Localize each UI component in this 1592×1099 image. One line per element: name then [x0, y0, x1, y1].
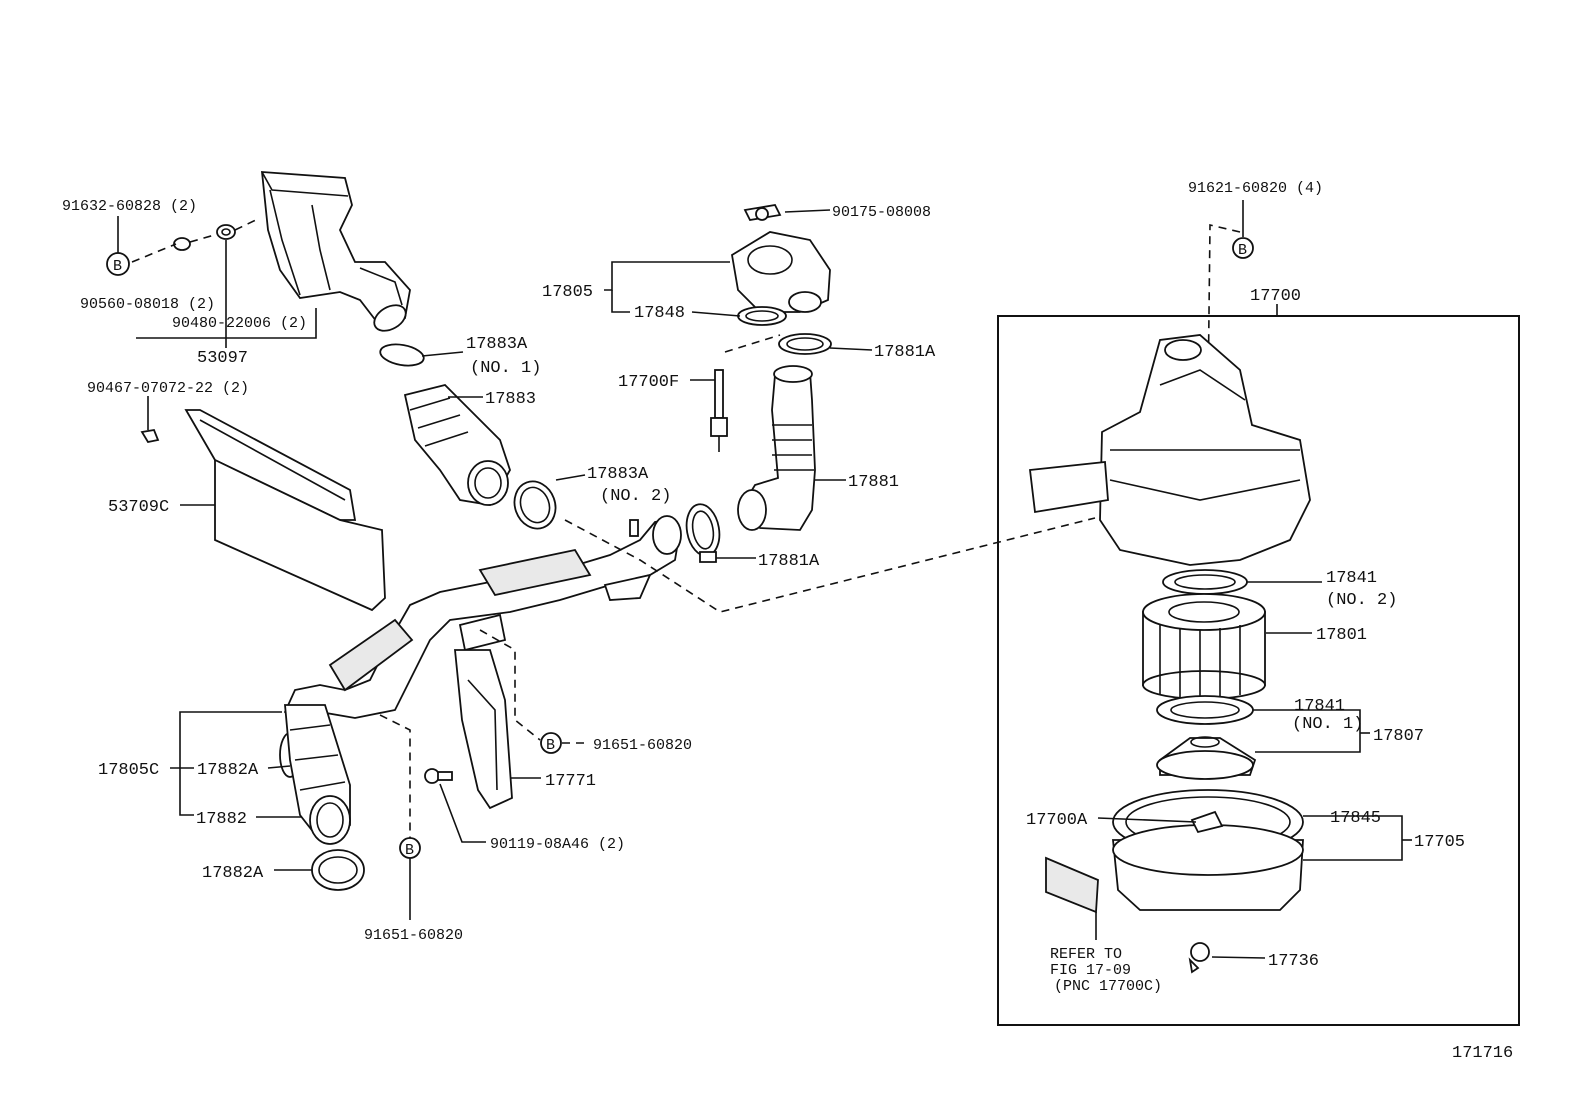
label-53097: 53097	[197, 349, 248, 368]
label-17883A-no1-note: (NO. 1)	[470, 359, 541, 378]
label-17805C: 17805C	[98, 761, 159, 780]
label-17883: 17883	[485, 390, 536, 409]
hose-17881	[737, 365, 816, 531]
label-17841-no2: 17841	[1326, 569, 1377, 588]
label-17705: 17705	[1414, 833, 1465, 852]
bowl-17845	[1112, 789, 1304, 911]
bolt-marker-label: B	[546, 737, 555, 754]
clip-90467	[140, 428, 160, 444]
label-17882A-top: 17882A	[197, 761, 259, 780]
cover-17805	[731, 231, 831, 313]
bolt-marker-label: B	[113, 258, 122, 275]
intake-pipe-17805C	[283, 515, 682, 727]
label-17882A-bottom: 17882A	[202, 864, 264, 883]
label-17807: 17807	[1373, 727, 1424, 746]
clamp-17881A-bottom	[685, 503, 721, 563]
bracket-17771	[454, 649, 513, 810]
bolt-marker-b-bottom: B	[399, 837, 421, 859]
bolt-marker-b: B	[106, 252, 130, 276]
air-duct-53097	[260, 171, 411, 332]
refer-note-line3: (PNC 17700C)	[1054, 978, 1162, 995]
label-17845: 17845	[1330, 809, 1381, 828]
seal-17841-no1	[1156, 695, 1254, 725]
figure-number: 171716	[1452, 1044, 1513, 1063]
bolt-marker-b-right: B	[540, 732, 562, 754]
label-91651-right: 91651-60820	[593, 737, 692, 754]
label-17882: 17882	[196, 810, 247, 829]
label-17736: 17736	[1268, 952, 1319, 971]
label-17700: 17700	[1250, 287, 1301, 306]
bolt-marker-label: B	[1238, 242, 1247, 259]
stud-17700F	[710, 369, 728, 452]
label-17883A-no1: 17883A	[466, 335, 528, 354]
label-90119: 90119-08A46 (2)	[490, 836, 625, 853]
bolt-marker-b-top-right: B	[1232, 237, 1254, 259]
assembly-box-17700	[997, 315, 1520, 1026]
label-90480: 90480-22006 (2)	[172, 315, 307, 332]
label-91651-bottom: 91651-60820	[364, 927, 463, 944]
label-17881: 17881	[848, 473, 899, 492]
label-plate	[1045, 856, 1099, 914]
clamp-17882A-bottom	[311, 849, 365, 891]
label-91632: 91632-60828 (2)	[62, 198, 197, 215]
gasket-17848	[737, 306, 787, 326]
pre-cleaner	[1156, 736, 1257, 780]
clamp-17883A-no1	[379, 343, 425, 367]
bolt-90119	[424, 768, 453, 784]
label-53709C: 53709C	[108, 498, 169, 517]
cap-90175	[743, 204, 782, 221]
bolt-marker-label: B	[405, 842, 414, 859]
label-90560: 90560-08018 (2)	[80, 296, 215, 313]
label-17841-no1-note: (NO. 1)	[1292, 715, 1363, 734]
label-17700A: 17700A	[1026, 811, 1088, 830]
nut-90560	[173, 237, 191, 251]
hose-17883	[403, 384, 511, 506]
label-17700F: 17700F	[618, 373, 679, 392]
clamp-17881A-top	[778, 333, 832, 355]
seal-17841-no2	[1162, 569, 1248, 595]
label-17881A-bottom: 17881A	[758, 552, 820, 571]
panel-53709C	[184, 409, 386, 612]
clip-17736	[1188, 942, 1210, 974]
hose-17882	[284, 704, 351, 845]
label-90467: 90467-07072-22 (2)	[87, 380, 249, 397]
label-91621: 91621-60820 (4)	[1188, 180, 1323, 197]
refer-note-line2: FIG 17-09	[1050, 962, 1131, 979]
label-17771: 17771	[545, 772, 596, 791]
grommet-90480	[216, 224, 236, 240]
label-17881A-top: 17881A	[874, 343, 936, 362]
label-17841-no1: 17841	[1294, 697, 1345, 716]
clamp-17883A-no2	[513, 480, 557, 530]
element-17801	[1142, 593, 1266, 700]
air-cleaner-cap	[1028, 334, 1311, 566]
label-17801: 17801	[1316, 626, 1367, 645]
label-17805: 17805	[542, 283, 593, 302]
label-17841-no2-note: (NO. 2)	[1326, 591, 1397, 610]
label-17883A-no2: 17883A	[587, 465, 649, 484]
refer-note-line1: REFER TO	[1050, 946, 1122, 963]
label-17848: 17848	[634, 304, 685, 323]
label-17883A-no2-note: (NO. 2)	[600, 487, 671, 506]
label-90175: 90175-08008	[832, 204, 931, 221]
